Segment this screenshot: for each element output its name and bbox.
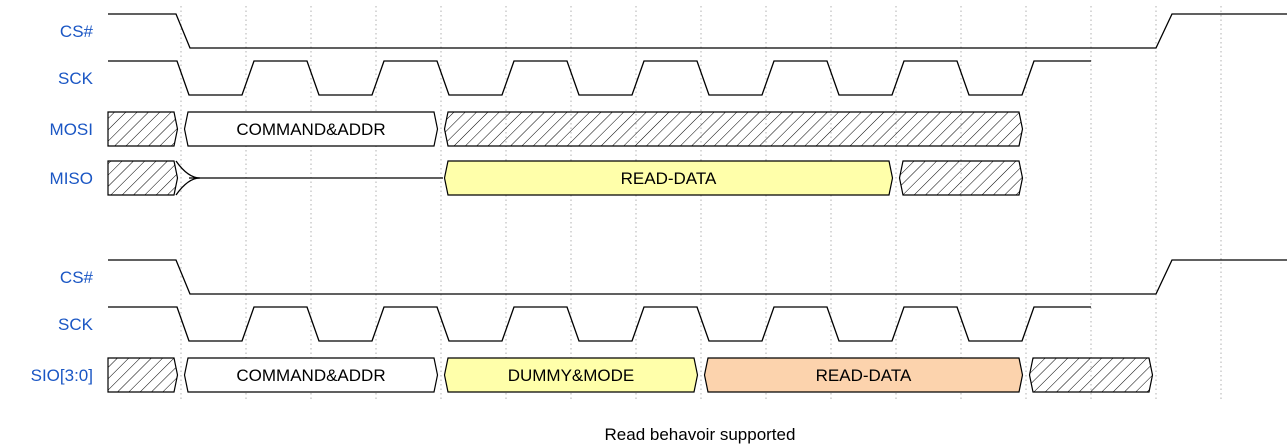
signal-label: SCK — [58, 315, 94, 334]
data-segment — [443, 357, 699, 393]
dont-care-segment — [1028, 357, 1154, 393]
dont-care-segment — [443, 111, 1024, 147]
sck-waveform — [108, 60, 1091, 96]
dont-care-segment — [107, 160, 179, 196]
segment-label: COMMAND&ADDR — [236, 366, 385, 385]
hiz-transition — [175, 160, 201, 196]
segment-label: COMMAND&ADDR — [236, 120, 385, 139]
segment-label: READ-DATA — [621, 169, 717, 188]
sck-waveform — [108, 306, 1091, 342]
cs-waveform — [108, 259, 1287, 295]
data-segment — [443, 160, 894, 196]
data-segment — [183, 357, 439, 393]
signal-label: CS# — [60, 268, 94, 287]
dont-care-segment — [107, 357, 179, 393]
segment-label: DUMMY&MODE — [508, 366, 635, 385]
segment-label: READ-DATA — [816, 366, 912, 385]
data-segment — [703, 357, 1024, 393]
signal-label: SCK — [58, 69, 94, 88]
diagram-caption: Read behavoir supported — [605, 425, 796, 444]
cs-waveform — [108, 13, 1287, 49]
signal-label: MISO — [50, 169, 93, 188]
dont-care-segment — [107, 111, 179, 147]
dont-care-segment — [898, 160, 1024, 196]
signal-label: MOSI — [50, 120, 93, 139]
signals: CS# SCK MOSI COMMAND&ADDR MISO READ-DATA CS# SC… — [31, 13, 1287, 393]
signal-label: CS# — [60, 22, 94, 41]
signal-label: SIO[3:0] — [31, 366, 93, 385]
data-segment — [183, 111, 439, 147]
